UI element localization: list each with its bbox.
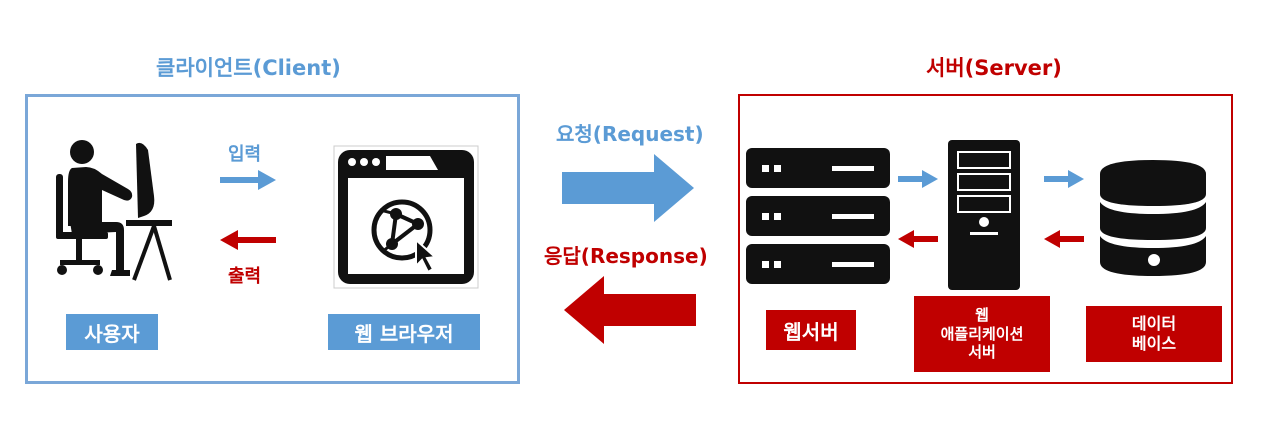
db-label-line-1: 데이터 (1131, 314, 1177, 333)
server-panel (738, 94, 1233, 384)
user-label: 사용자 (66, 314, 158, 350)
tower-server-icon (948, 140, 1020, 290)
browser-label: 웹 브라우저 (328, 314, 480, 350)
was-label: 웹 애플리케이션 서버 (914, 296, 1050, 372)
web-browser-icon (333, 145, 479, 289)
server-rack-icon (746, 148, 890, 284)
db-label-line-2: 베이스 (1131, 334, 1177, 353)
input-label: 입력 (228, 144, 262, 165)
client-panel (25, 94, 520, 384)
database-icon (1100, 160, 1206, 276)
response-arrow (564, 276, 696, 344)
was-label-line-3: 서버 (968, 343, 996, 362)
response-label: 응답(Response) (544, 244, 708, 268)
output-label: 출력 (228, 266, 262, 287)
request-label: 요청(Request) (556, 122, 704, 146)
ws-to-was-arrow (898, 170, 938, 188)
was-to-db-arrow (1044, 170, 1084, 188)
was-label-line-2: 애플리케이션 (940, 324, 1024, 343)
client-title: 클라이언트(Client) (156, 56, 341, 80)
input-arrow (220, 170, 276, 190)
output-arrow (220, 230, 276, 250)
server-title: 서버(Server) (926, 56, 1062, 80)
db-label: 데이터 베이스 (1086, 306, 1222, 362)
was-label-line-1: 웹 (975, 305, 989, 324)
user-at-computer-icon (56, 140, 172, 281)
web-server-label: 웹서버 (766, 310, 856, 350)
request-arrow (562, 154, 694, 222)
was-to-ws-arrow (898, 230, 938, 248)
db-to-was-arrow (1044, 230, 1084, 248)
